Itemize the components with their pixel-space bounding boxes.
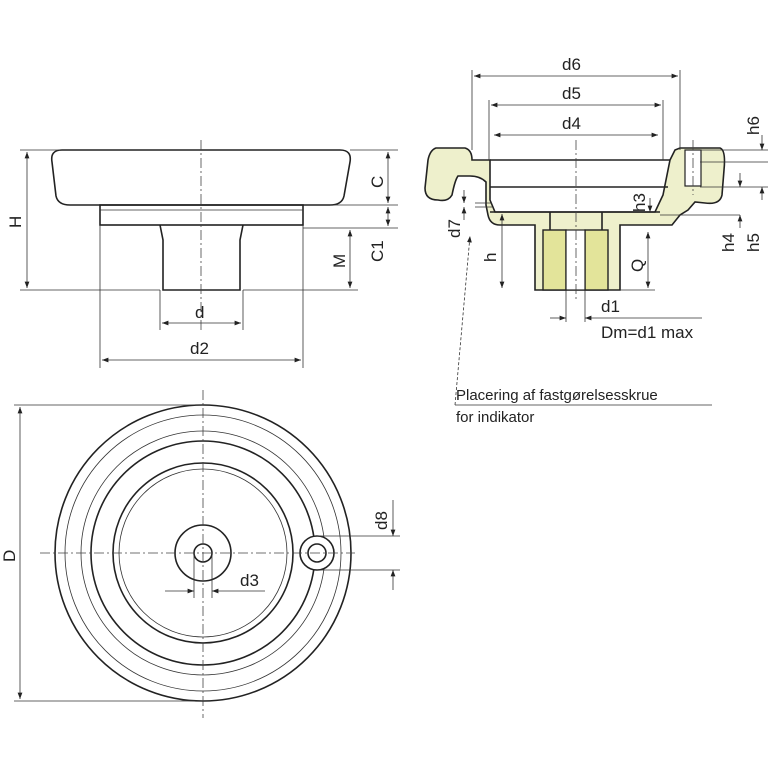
dim-Q-label: Q <box>628 259 647 272</box>
dim-H-label: H <box>6 216 25 228</box>
section-view: d6 d5 d4 h6 h4 h5 h3 Q h d7 d1 <box>424 55 768 426</box>
dim-h-label: h <box>481 253 500 262</box>
side-view: H C C1 M d d2 <box>6 140 398 368</box>
dim-d1-label: d1 <box>601 297 620 316</box>
note-line-2: for indikator <box>456 409 534 426</box>
dim-h5-label: h5 <box>744 233 763 252</box>
dim-d3-label: d3 <box>240 571 259 590</box>
dim-d6-label: d6 <box>562 55 581 74</box>
dim-C-label: C <box>368 176 387 188</box>
dim-d7-label: d7 <box>445 219 464 238</box>
top-view: D d8 d3 <box>0 390 400 718</box>
dim-Dm-label: Dm=d1 max <box>601 323 694 342</box>
dim-h4-label: h4 <box>719 233 738 252</box>
dim-M-label: M <box>330 254 349 268</box>
dim-h3-label: h3 <box>630 193 649 212</box>
note-line-1: Placering af fastgørelsesskrue <box>456 387 658 404</box>
dim-h6-label: h6 <box>744 116 763 135</box>
dim-d5-label: d5 <box>562 84 581 103</box>
dim-D-label: D <box>0 550 19 562</box>
dim-C1-label: C1 <box>368 240 387 262</box>
dim-d8-label: d8 <box>372 511 391 530</box>
dim-d-label: d <box>195 303 204 322</box>
dim-d2-label: d2 <box>190 339 209 358</box>
dim-d4-label: d4 <box>562 114 581 133</box>
